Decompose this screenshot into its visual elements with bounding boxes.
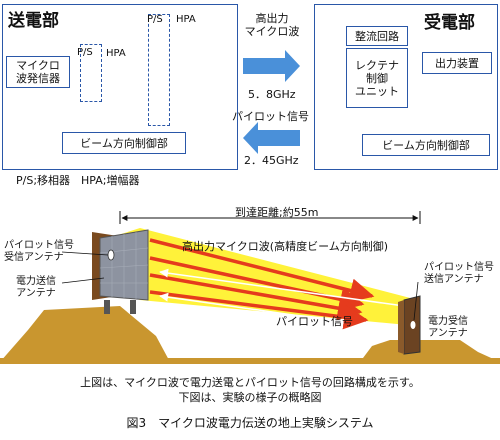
rx-pilot-dot xyxy=(410,321,416,329)
tx-pilot-antenna-label: パイロット信号 受信アンテナ xyxy=(4,240,74,263)
rx-pilot-antenna-label: パイロット信号 送信アンテナ xyxy=(424,262,494,285)
hpa-label-main: HPA xyxy=(106,48,126,59)
oscillator-box: マイクロ 波発信器 xyxy=(6,56,70,88)
rx-power-antenna-label: 電力受信 アンテナ xyxy=(428,316,468,339)
pilot-arrow xyxy=(243,122,300,154)
microwave-freq: 5．8GHz xyxy=(248,88,296,101)
microwave-arrow xyxy=(243,50,300,82)
tx-pilot-dot xyxy=(107,249,115,261)
tx-hill xyxy=(0,306,170,362)
hpa-label-array: HPA xyxy=(176,14,196,25)
caption-line-1: 上図は、マイクロ波で電力送電とパイロット信号の回路構成を示す。 xyxy=(80,376,420,389)
ps-label-main: P/S xyxy=(77,47,93,58)
ps-group-main xyxy=(80,44,102,102)
receiver-title: 受電部 xyxy=(424,13,475,33)
beam-rays xyxy=(149,238,375,330)
pilot-freq: 2．45GHz xyxy=(244,154,299,167)
microwave-label: 高出力 マイクロ波 xyxy=(244,12,300,38)
rx-hill xyxy=(360,340,500,362)
pilot-label: パイロット信号 xyxy=(232,110,309,123)
pilot-signal-label: パイロット信号 xyxy=(276,315,353,328)
tx-power-antenna-label: 電力送信 アンテナ xyxy=(16,276,56,299)
output-device-box: 出力装置 xyxy=(422,52,492,74)
rx-beam-control-box: ビーム方向制御部 xyxy=(362,134,490,156)
beam-label: 高出力マイクロ波(高精度ビーム方向制御) xyxy=(182,240,389,253)
legend: P/S;移相器 HPA;増幅器 xyxy=(16,174,140,187)
transmitter-title: 送電部 xyxy=(8,11,59,31)
caption-line-2: 下図は、実験の様子の概略図 xyxy=(178,391,322,404)
rectifier-box: 整流回路 xyxy=(346,26,408,46)
ps-label-array: P/S xyxy=(147,14,163,25)
distance-label: 到達距離;約55m xyxy=(235,206,319,219)
pilot-rays xyxy=(159,268,405,317)
ps-group-array xyxy=(148,14,170,126)
tx-beam-control-box: ビーム方向制御部 xyxy=(62,132,186,154)
figure-title: 図3 マイクロ波電力伝送の地上実験システム xyxy=(126,416,374,430)
rectenna-control-box: レクテナ 制御 ユニット xyxy=(346,48,408,108)
